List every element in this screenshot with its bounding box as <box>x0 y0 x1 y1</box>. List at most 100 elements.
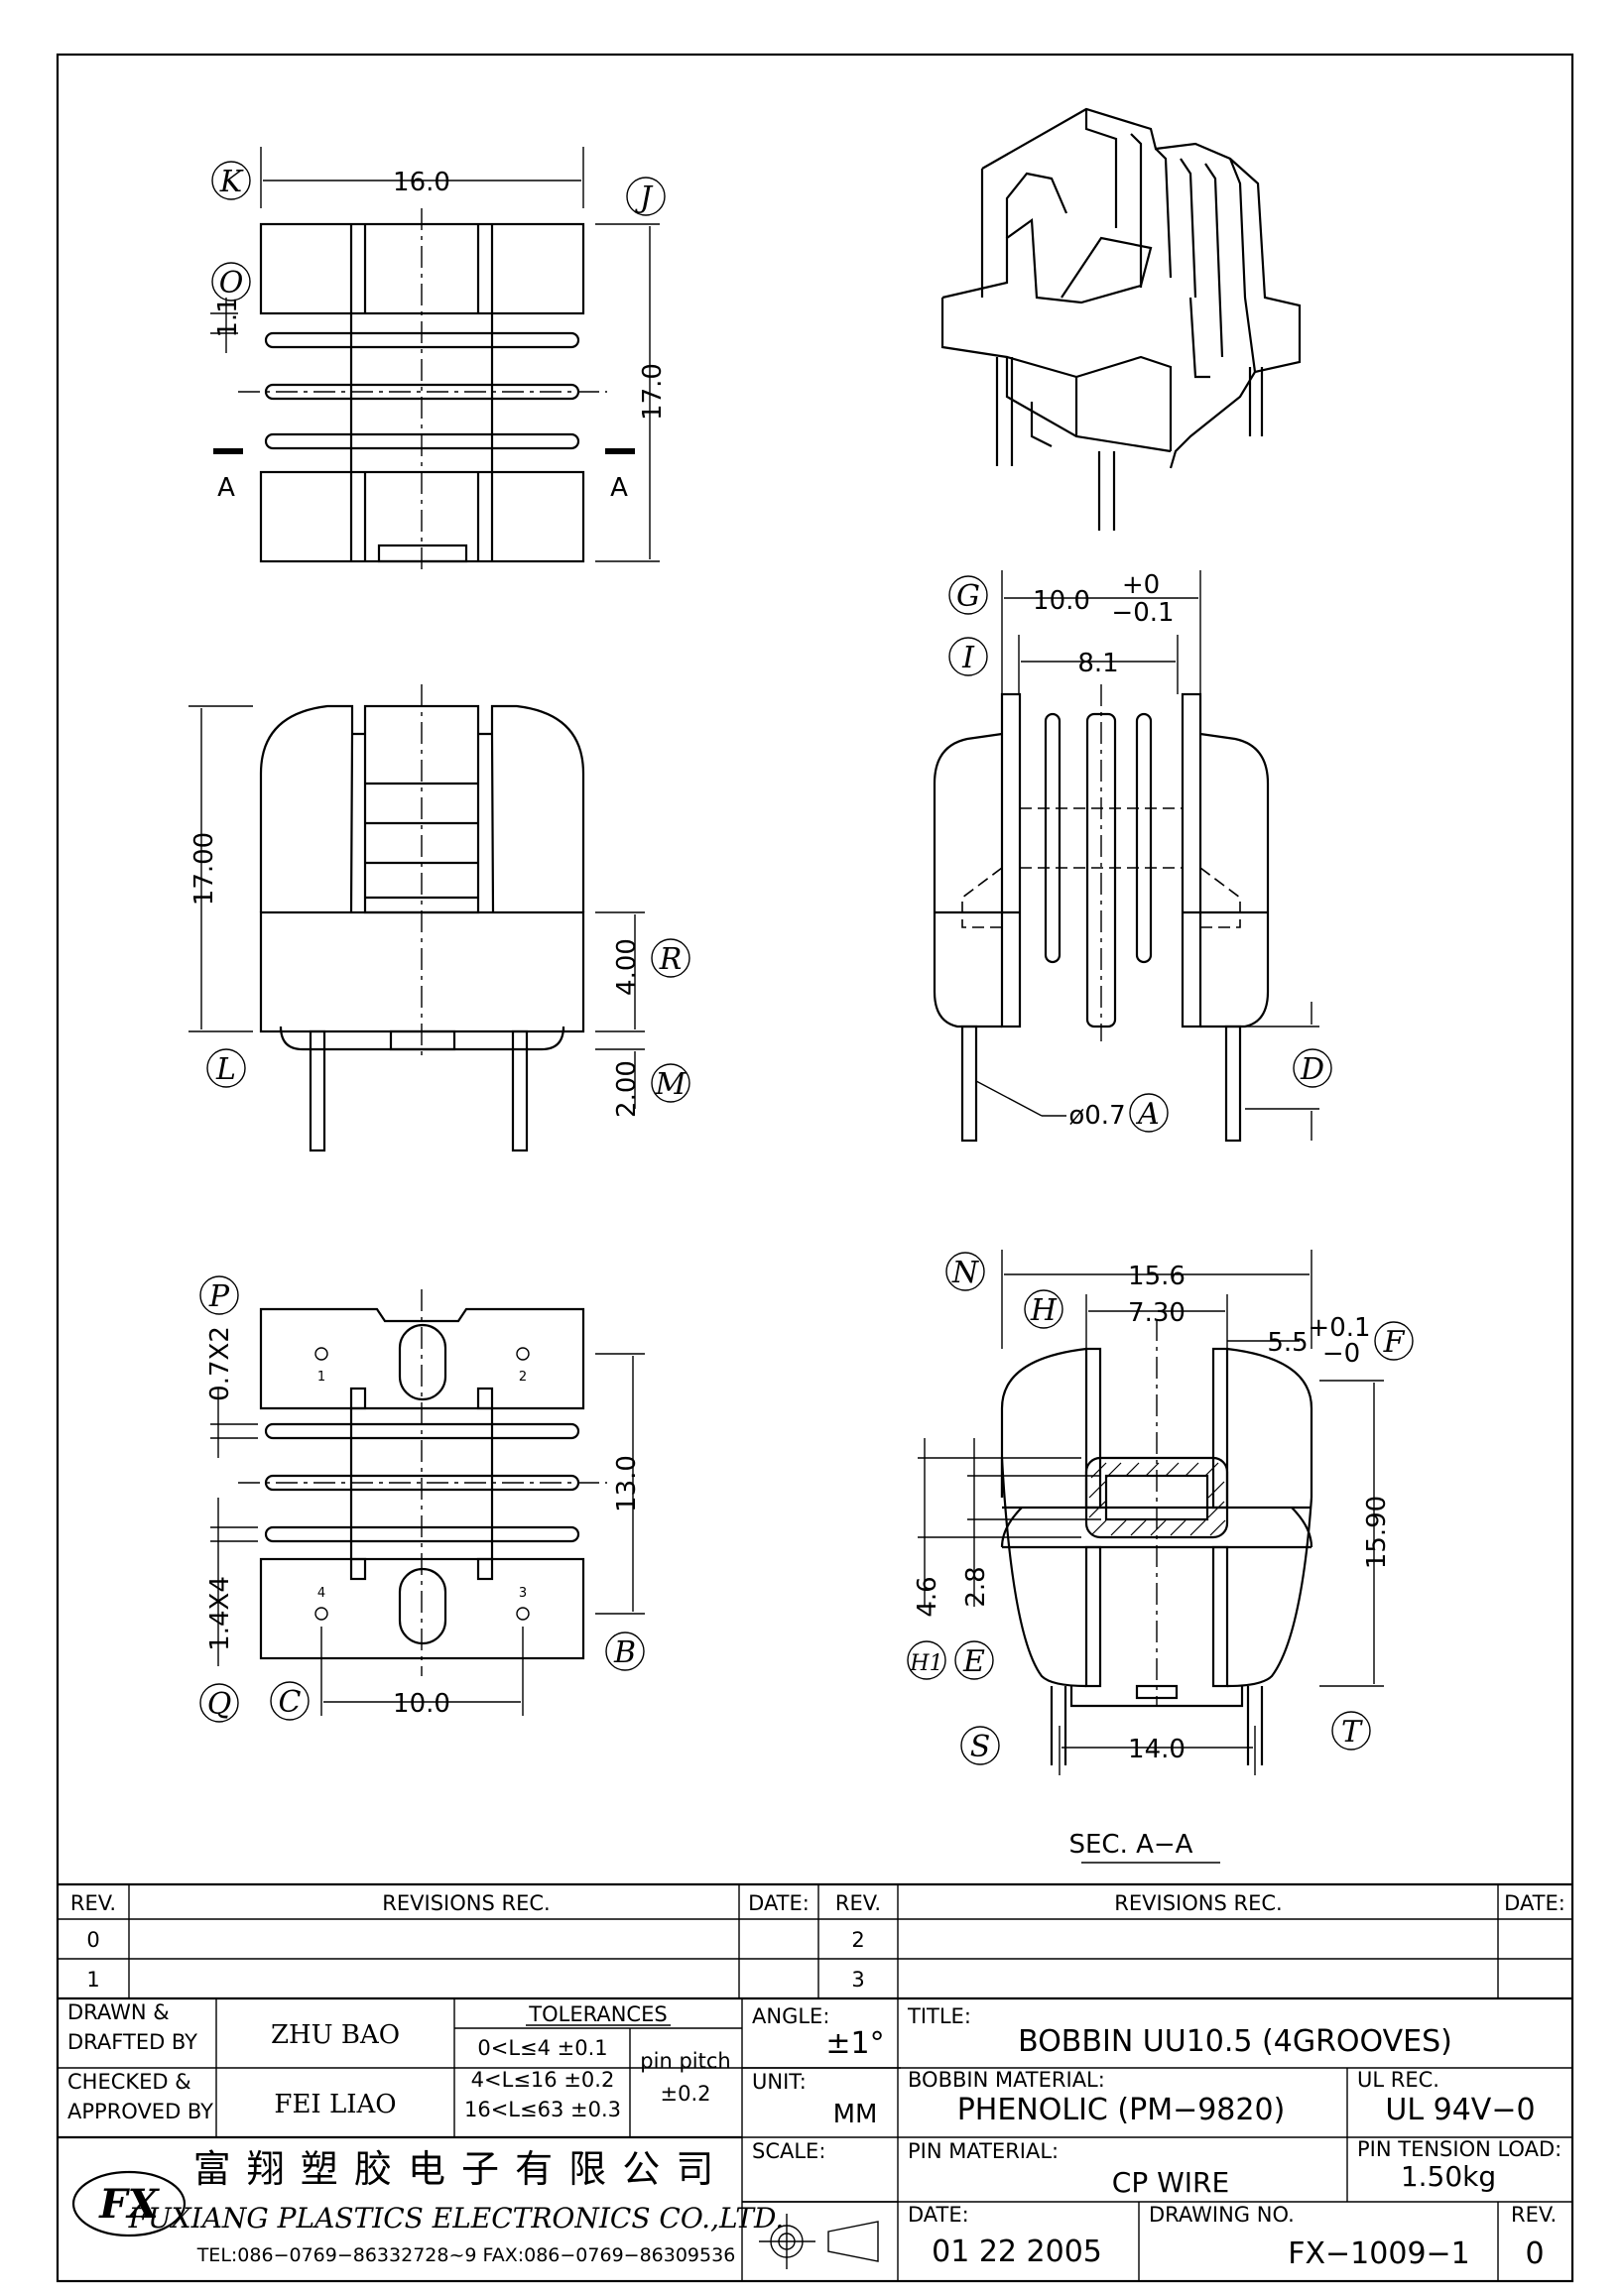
unit-value: MM <box>833 2100 878 2129</box>
pin-pitch-value: ±0.2 <box>661 2082 711 2106</box>
bottom-dim-groove: 0.7X2 <box>205 1326 235 1401</box>
section-mark-right: A <box>610 473 628 503</box>
callout-b: B <box>613 1635 636 1670</box>
top-view: 16.0 K J 17.0 1.1 O A A <box>210 147 668 575</box>
bottom-dim-flange: 1.4X4 <box>205 1576 235 1651</box>
rev-header-left: REV. <box>70 1891 116 1915</box>
front-dim-pin-dia: ø0.7 <box>1068 1101 1125 1131</box>
unit-label: UNIT: <box>752 2070 807 2094</box>
rev-value: 0 <box>1525 2236 1544 2271</box>
bottom-dim-height: 13.0 <box>612 1455 642 1512</box>
side-dim-height: 17.00 <box>189 832 219 906</box>
side-view: 17.00 L 4.00 R 2.00 M <box>188 684 690 1152</box>
front-tol-plus: +0 <box>1122 570 1160 600</box>
callout-d: D <box>1300 1052 1324 1087</box>
rev-header-right: REV. <box>835 1891 881 1915</box>
rev-row-1: 1 <box>86 1968 99 1992</box>
callout-i: I <box>961 641 975 675</box>
pin <box>309 1029 326 1152</box>
ul-value: UL 94V−0 <box>1385 2093 1535 2127</box>
bottom-view: 1 2 4 3 0.7X2 P 13.0 B 10.0 C 1.4X4 Q <box>199 1275 645 1723</box>
revisions-header-right: REVISIONS REC. <box>1114 1891 1282 1915</box>
callout-h1: H1 <box>909 1651 942 1676</box>
logo-text: FX <box>98 2181 160 2228</box>
pin-hole <box>516 1607 530 1621</box>
section-mark-left: A <box>217 473 235 503</box>
company-name-en: FUXIANG PLASTICS ELECTRONICS CO.,LTD. <box>128 2202 785 2235</box>
callout-g: G <box>956 579 980 614</box>
angle-value: ±1° <box>825 2026 884 2061</box>
section-tol-plus: +0.1 <box>1308 1313 1370 1343</box>
date-label: DATE: <box>908 2203 969 2227</box>
revisions-header-left: REVISIONS REC. <box>382 1891 550 1915</box>
callout-r: R <box>659 942 683 977</box>
date-header-left: DATE: <box>748 1891 810 1915</box>
top-dim-width: 16.0 <box>393 168 450 197</box>
title-value: BOBBIN UU10.5 (4GROOVES) <box>1018 2024 1452 2059</box>
tol-line-3: 16<L≤63 ±0.3 <box>464 2098 621 2121</box>
ul-label: UL REC. <box>1357 2068 1439 2092</box>
callout-o: O <box>219 266 244 301</box>
pin-tension-value: 1.50kg <box>1401 2160 1496 2193</box>
front-dim-width: 10.0 <box>1033 586 1090 616</box>
checked-label-line: APPROVED BY <box>67 2100 213 2123</box>
section-dim-height: 15.90 <box>1362 1496 1392 1569</box>
pin-material-value: CP WIRE <box>1112 2166 1229 2199</box>
date-header-right: DATE: <box>1504 1891 1565 1915</box>
pin <box>511 1029 529 1152</box>
company-name-cn: 富 翔 塑 胶 电 子 有 限 公 司 <box>193 2147 716 2191</box>
top-dim-flange: 1.1 <box>213 297 243 337</box>
side-dim-base: 4.00 <box>612 938 642 996</box>
scale-label: SCALE: <box>752 2139 825 2163</box>
front-view: 10.0 +0 −0.1 G 8.1 I ø0.7 A <box>933 570 1332 1143</box>
tol-line-1: 0<L≤4 ±0.1 <box>477 2036 607 2060</box>
pin-number-1: 1 <box>317 1370 325 1385</box>
section-view: 15.6 N 7.30 H 5.5 +0.1 −0 F <box>907 1250 1414 1864</box>
pin <box>960 1025 978 1143</box>
core-slot <box>398 1567 447 1645</box>
front-dim-inner: 8.1 <box>1077 649 1118 678</box>
drawing-no-value: FX−1009−1 <box>1288 2236 1470 2271</box>
rib <box>1135 712 1153 964</box>
callout-s: S <box>970 1730 991 1764</box>
pin-tension-label: PIN TENSION LOAD: <box>1357 2137 1562 2161</box>
drawn-label-line: DRAFTED BY <box>67 2030 197 2054</box>
section-dim-width: 15.6 <box>1128 1262 1186 1291</box>
tol-line-2: 4<L≤16 ±0.2 <box>471 2068 615 2092</box>
drawing-no-label: DRAWING NO. <box>1149 2203 1295 2227</box>
callout-l: L <box>215 1052 236 1087</box>
section-dim-pins: 14.0 <box>1128 1735 1186 1764</box>
company-contact: TEL:086−0769−86332728~9 FAX:086−0769−863… <box>196 2244 736 2266</box>
callout-p: P <box>208 1279 230 1314</box>
sheet-border <box>56 53 1574 2283</box>
callout-e: E <box>962 1644 985 1679</box>
pin-number-2: 2 <box>519 1370 527 1385</box>
company-logo: FX <box>71 2170 187 2237</box>
rev-row-0: 0 <box>86 1928 99 1952</box>
pin-hole <box>516 1347 530 1361</box>
section-caption: SEC. A−A <box>1069 1830 1193 1860</box>
drawn-label-line: DRAWN & <box>67 2000 170 2024</box>
pin-pitch-label: pin pitch <box>640 2049 730 2073</box>
rev-row-2: 2 <box>851 1928 864 1952</box>
rev-label: REV. <box>1511 2203 1557 2227</box>
section-dim-small1: 4.6 <box>913 1576 942 1617</box>
bobbin-material-value: PHENOLIC (PM−9820) <box>957 2093 1286 2127</box>
pin <box>1224 1025 1242 1143</box>
front-tol-minus: −0.1 <box>1111 598 1174 628</box>
side-dim-pin: 2.00 <box>612 1060 642 1118</box>
callout-a: A <box>1135 1097 1160 1132</box>
angle-label: ANGLE: <box>752 2004 829 2028</box>
isometric-view <box>940 107 1302 531</box>
checked-label: CHECKED & APPROVED BY <box>67 2070 213 2123</box>
bottom-flange-upper <box>259 1307 585 1410</box>
callout-f: F <box>1383 1325 1406 1360</box>
section-dim-core: 5.5 <box>1267 1328 1308 1358</box>
tolerances-header: TOLERANCES <box>528 2002 667 2026</box>
pin-number-4: 4 <box>317 1586 325 1601</box>
rev-row-3: 3 <box>851 1968 864 1992</box>
callout-h: H <box>1030 1293 1058 1328</box>
checked-name: FEI LIAO <box>274 2090 396 2119</box>
bottom-dim-pitch: 10.0 <box>393 1689 450 1719</box>
